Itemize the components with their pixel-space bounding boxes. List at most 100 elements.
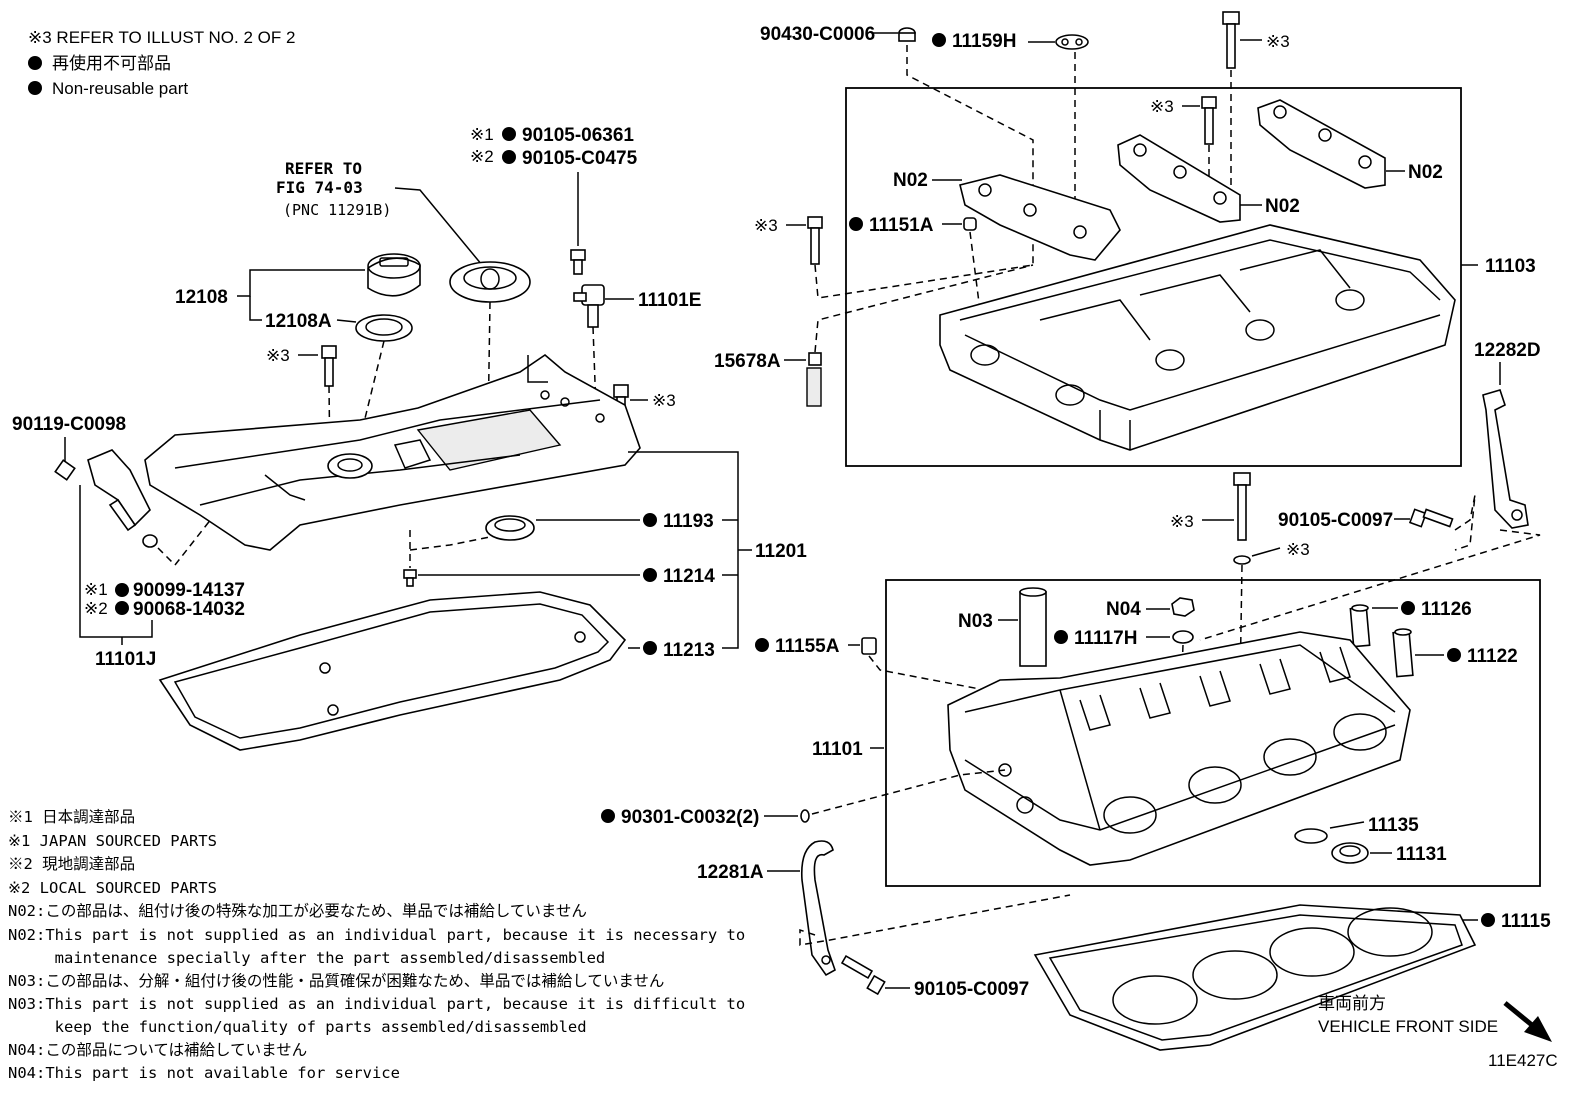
gasket-ring-icon (1294, 828, 1328, 844)
front-arrow-icon (1503, 1001, 1552, 1042)
leader-11135 (1329, 821, 1365, 829)
dowel-pin-icon (861, 637, 877, 655)
note-line: N03:This part is not supplied as an indi… (8, 995, 745, 1013)
front-label-en: VEHICLE FRONT SIDE (1318, 1017, 1498, 1036)
bolt-icon (321, 345, 337, 387)
camshaft-housing-group-box (845, 87, 1462, 467)
non-reusable-dot-icon (115, 583, 129, 597)
engine-hanger-icon (1482, 389, 1529, 529)
note-line: N02:This part is not supplied as an indi… (8, 926, 745, 944)
cam-sensor-icon (573, 284, 605, 328)
non-reusable-dot-icon (1054, 630, 1068, 644)
plug-icon (1171, 597, 1195, 617)
label-11103: 11103 (1485, 256, 1536, 277)
mark3-left-bolt: ※3 (266, 346, 290, 365)
label-90105-06361: 90105-06361 (522, 125, 634, 146)
non-reusable-dot-icon (28, 56, 42, 70)
label-11155A: 11155A (775, 636, 840, 657)
note-line: N04:この部品については補給していません (8, 1041, 307, 1059)
emblem-icon (449, 261, 531, 303)
refer-fig-leader (394, 187, 483, 266)
leader-12108 (237, 269, 365, 297)
dowel-pin-icon (963, 217, 977, 231)
label-11101E: 11101E (638, 290, 701, 311)
label-N02-left: N02 (893, 170, 928, 191)
label-12281A: 12281A (697, 862, 764, 883)
leader-mark3-washer (1251, 547, 1281, 557)
mark2-label-2: ※2 (84, 599, 108, 618)
oil-filler-cap-icon (367, 253, 421, 297)
label-11117H: 11117H (1074, 628, 1137, 649)
label-90105-C0475: 90105-C0475 (522, 148, 638, 169)
bolt-icon (807, 216, 823, 265)
non-reusable-dot-icon (1447, 648, 1461, 662)
label-11151A: 11151A (869, 215, 934, 236)
note-line: keep the function/quality of parts assem… (8, 1018, 587, 1036)
valve-guide-icon (1349, 604, 1371, 648)
notes-block: ※1 日本調達部品 ※1 JAPAN SOURCED PARTS ※2 現地調達… (8, 808, 745, 1082)
note-line: N02:この部品は、組付け後の特殊な加工が必要なため、単品では補給していません (8, 902, 587, 920)
cover-dash (409, 534, 501, 551)
valve-guide-icon (1019, 587, 1047, 667)
mark3-leftbox-bolt: ※3 (754, 216, 778, 235)
label-11131: 11131 (1396, 844, 1447, 865)
label-N02-right: N02 (1408, 162, 1443, 183)
non-reusable-dot-icon (643, 641, 657, 655)
cylinder-head-icon (947, 631, 1411, 866)
bolt-icon (1233, 472, 1251, 541)
bolt-icon (570, 249, 586, 275)
plug-icon (898, 27, 916, 42)
label-90301: 90301-C0032(2) (621, 807, 759, 828)
non-reusable-dot-icon (502, 127, 516, 141)
oring-dash (811, 769, 1006, 815)
bearing-cap-icon (1117, 134, 1241, 223)
engine-hanger-icon (800, 840, 836, 977)
o-ring-icon (800, 809, 810, 823)
label-90430: 90430-C0006 (760, 24, 875, 45)
cylinder-head-cover-icon (144, 353, 641, 551)
non-reusable-dot-icon (502, 150, 516, 164)
note-line: N04:This part is not available for servi… (8, 1064, 400, 1082)
bracket-11201 (628, 451, 739, 649)
label-12108A: 12108A (265, 311, 332, 332)
non-reusable-dot-icon (1401, 601, 1415, 615)
dowel-head-dash (868, 655, 986, 691)
bolt-icon (1222, 11, 1240, 69)
refer-fig-line2: FIG 74-03 (276, 178, 363, 197)
leader-12108-bracket (249, 296, 262, 321)
illust-id: 11E427C (1488, 1051, 1558, 1070)
bolt-icon (840, 954, 886, 996)
label-15678A: 15678A (714, 351, 781, 372)
oil-seal-icon (1331, 842, 1369, 864)
refer-fig-line1: REFER TO (285, 159, 362, 178)
non-reusable-dot-icon (643, 568, 657, 582)
non-reusable-dot-icon (601, 809, 615, 823)
label-11101: 11101 (812, 739, 863, 760)
legend-non-reusable-jp: 再使用不可部品 (52, 53, 171, 73)
oil-filler-gasket-icon (355, 314, 413, 342)
mark1-label: ※1 (470, 125, 494, 144)
emblem-dash (487, 301, 491, 431)
o-ring-icon (142, 534, 158, 548)
sensor-dash (592, 326, 597, 411)
label-90119: 90119-C0098 (12, 414, 126, 435)
mark1-label-2: ※1 (84, 580, 108, 599)
bolt-hanger-dash (1454, 494, 1476, 551)
grommet-icon (403, 569, 417, 587)
bearing-cap-icon (1257, 99, 1386, 189)
oil-seal-icon (485, 515, 535, 541)
label-11122: 11122 (1467, 646, 1518, 667)
note-line: ※2 現地調達部品 (8, 855, 135, 873)
ocv-dash (157, 547, 176, 566)
note-line: N03:この部品は、分解・組付け後の性能・品質確保が困難なため、単品では補給して… (8, 972, 664, 990)
non-reusable-dot-icon (643, 513, 657, 527)
label-11213: 11213 (663, 640, 715, 661)
note-line: ※1 JAPAN SOURCED PARTS (8, 832, 217, 850)
bolt-icon (1408, 508, 1454, 528)
label-11101J: 11101J (95, 649, 156, 670)
valve-guide-icon (1392, 628, 1414, 678)
camshaft-housing-icon (939, 224, 1456, 451)
hanger-dash-2 (799, 894, 1071, 946)
non-reusable-dot-icon (115, 601, 129, 615)
